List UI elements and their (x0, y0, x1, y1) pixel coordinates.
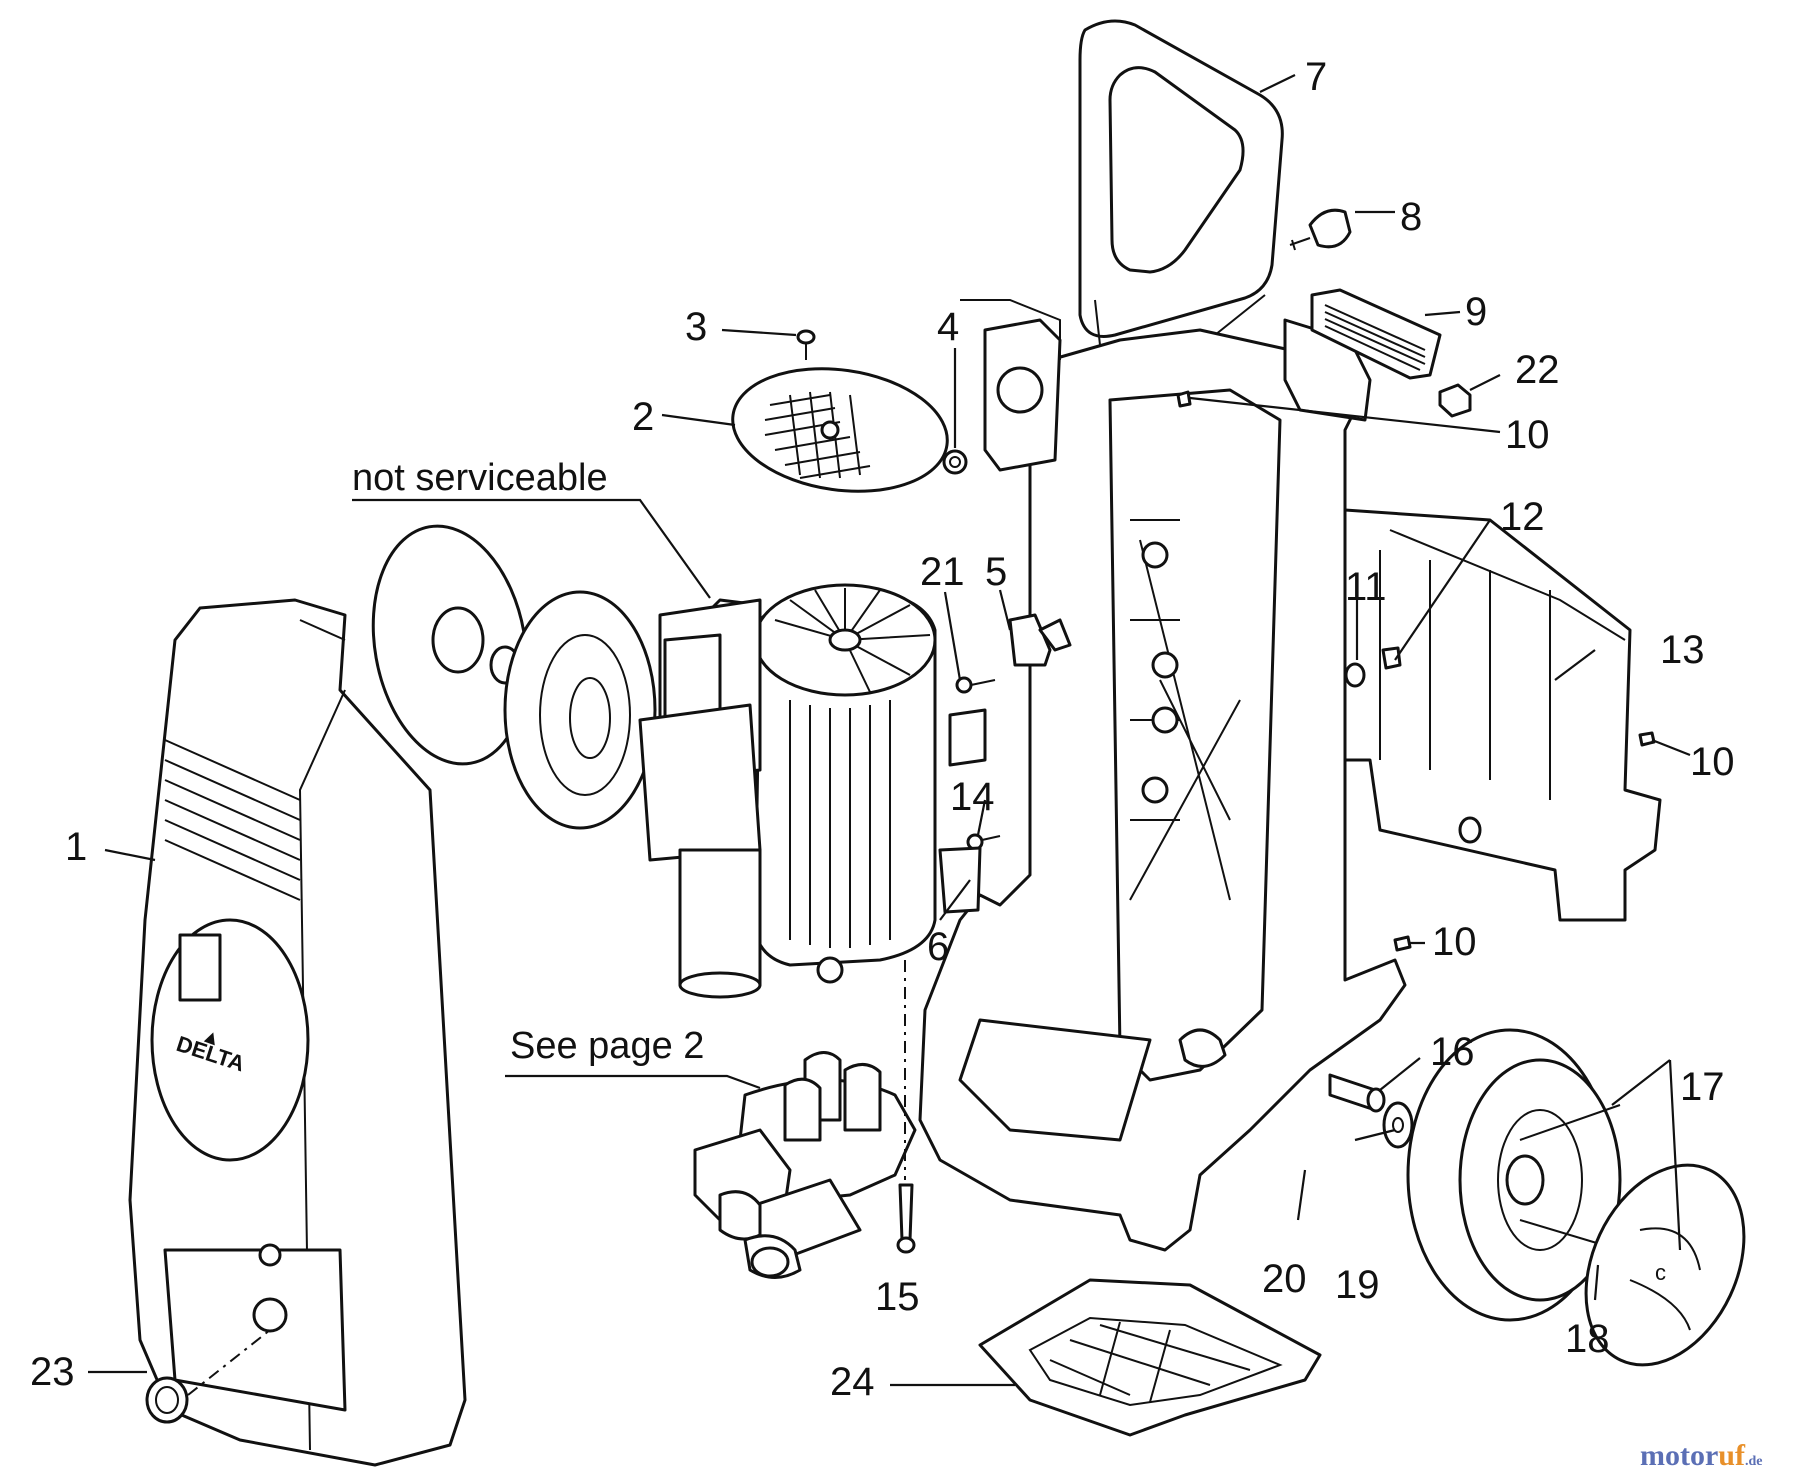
label-10a: 10 (1505, 413, 1550, 457)
screw-part-12 (1381, 646, 1402, 670)
label-16: 16 (1430, 1030, 1475, 1074)
pump-assembly (693, 1051, 917, 1279)
screw-part-10a (1176, 390, 1192, 408)
svg-text:motoruf.de: motoruf.de (1640, 1439, 1762, 1472)
screw-part-10b (1638, 731, 1656, 747)
label-2: 2 (632, 395, 654, 439)
label-21: 21 (920, 550, 965, 594)
label-23: 23 (30, 1350, 75, 1394)
label-10b: 10 (1690, 740, 1735, 784)
not-serviceable-note: not serviceable (352, 457, 608, 499)
see-page-note: See page 2 (510, 1025, 704, 1067)
screw-part-21 (955, 676, 996, 694)
bracket-part-6 (938, 708, 987, 914)
label-18: 18 (1565, 1317, 1610, 1361)
knob-part-23 (145, 1329, 271, 1424)
axle-part-16 (1328, 1073, 1386, 1113)
plug-part-22 (1438, 383, 1472, 418)
label-10c: 10 (1432, 920, 1477, 964)
screw-part-15 (896, 960, 916, 1254)
label-20: 20 (1262, 1257, 1307, 1301)
bracket-part-5 (1008, 613, 1072, 667)
screw-part-3 (796, 329, 816, 360)
vent-part-9 (1310, 288, 1442, 380)
watermark-domain: .de (1745, 1454, 1763, 1469)
label-24: 24 (830, 1360, 875, 1404)
label-17: 17 (1680, 1065, 1725, 1109)
base-plate-part-24 (978, 1278, 1322, 1437)
label-4: 4 (937, 305, 959, 349)
label-13: 13 (1660, 628, 1705, 672)
screw-part-10c (1393, 935, 1412, 952)
watermark-motor: motor (1640, 1439, 1718, 1472)
rear-bracket-part-13 (1343, 508, 1662, 922)
leader-lines (88, 74, 1691, 1387)
motor-assembly (638, 583, 937, 999)
label-11: 11 (1345, 565, 1387, 609)
washer-part-11 (1344, 662, 1366, 688)
label-12: 12 (1500, 495, 1545, 539)
wheel-part-17 (1406, 1028, 1622, 1322)
motoruf-watermark: motoruf.de (1640, 1439, 1762, 1472)
nut-part-4 (942, 449, 968, 475)
washer-part-19 (1382, 1101, 1414, 1149)
fan-disc (371, 524, 657, 830)
frame-part-20 (918, 299, 1407, 1252)
label-3: 3 (685, 305, 707, 349)
label-8: 8 (1400, 195, 1422, 239)
knob-part-8 (1289, 208, 1352, 251)
label-6: 6 (927, 925, 949, 969)
label-1: 1 (65, 825, 87, 869)
watermark-uf: uf (1718, 1439, 1746, 1472)
label-5: 5 (985, 550, 1007, 594)
label-15: 15 (875, 1275, 920, 1319)
label-7: 7 (1305, 55, 1327, 99)
front-cover-part-1: ▲ DELTA (128, 598, 467, 1467)
label-14: 14 (950, 775, 995, 819)
label-19: 19 (1335, 1263, 1380, 1307)
label-22: 22 (1515, 348, 1560, 392)
hubcap: c (1584, 1163, 1746, 1367)
annotation-notes: not serviceable See page 2 (352, 457, 704, 1067)
handle-part-7 (1078, 19, 1284, 357)
fan-cover-part-2 (731, 367, 949, 493)
label-9: 9 (1465, 290, 1487, 334)
part-number-labels: 1 2 3 4 5 6 7 8 9 10 10 10 11 12 13 14 1… (30, 55, 1735, 1404)
svg-text:c: c (1655, 1260, 1666, 1285)
